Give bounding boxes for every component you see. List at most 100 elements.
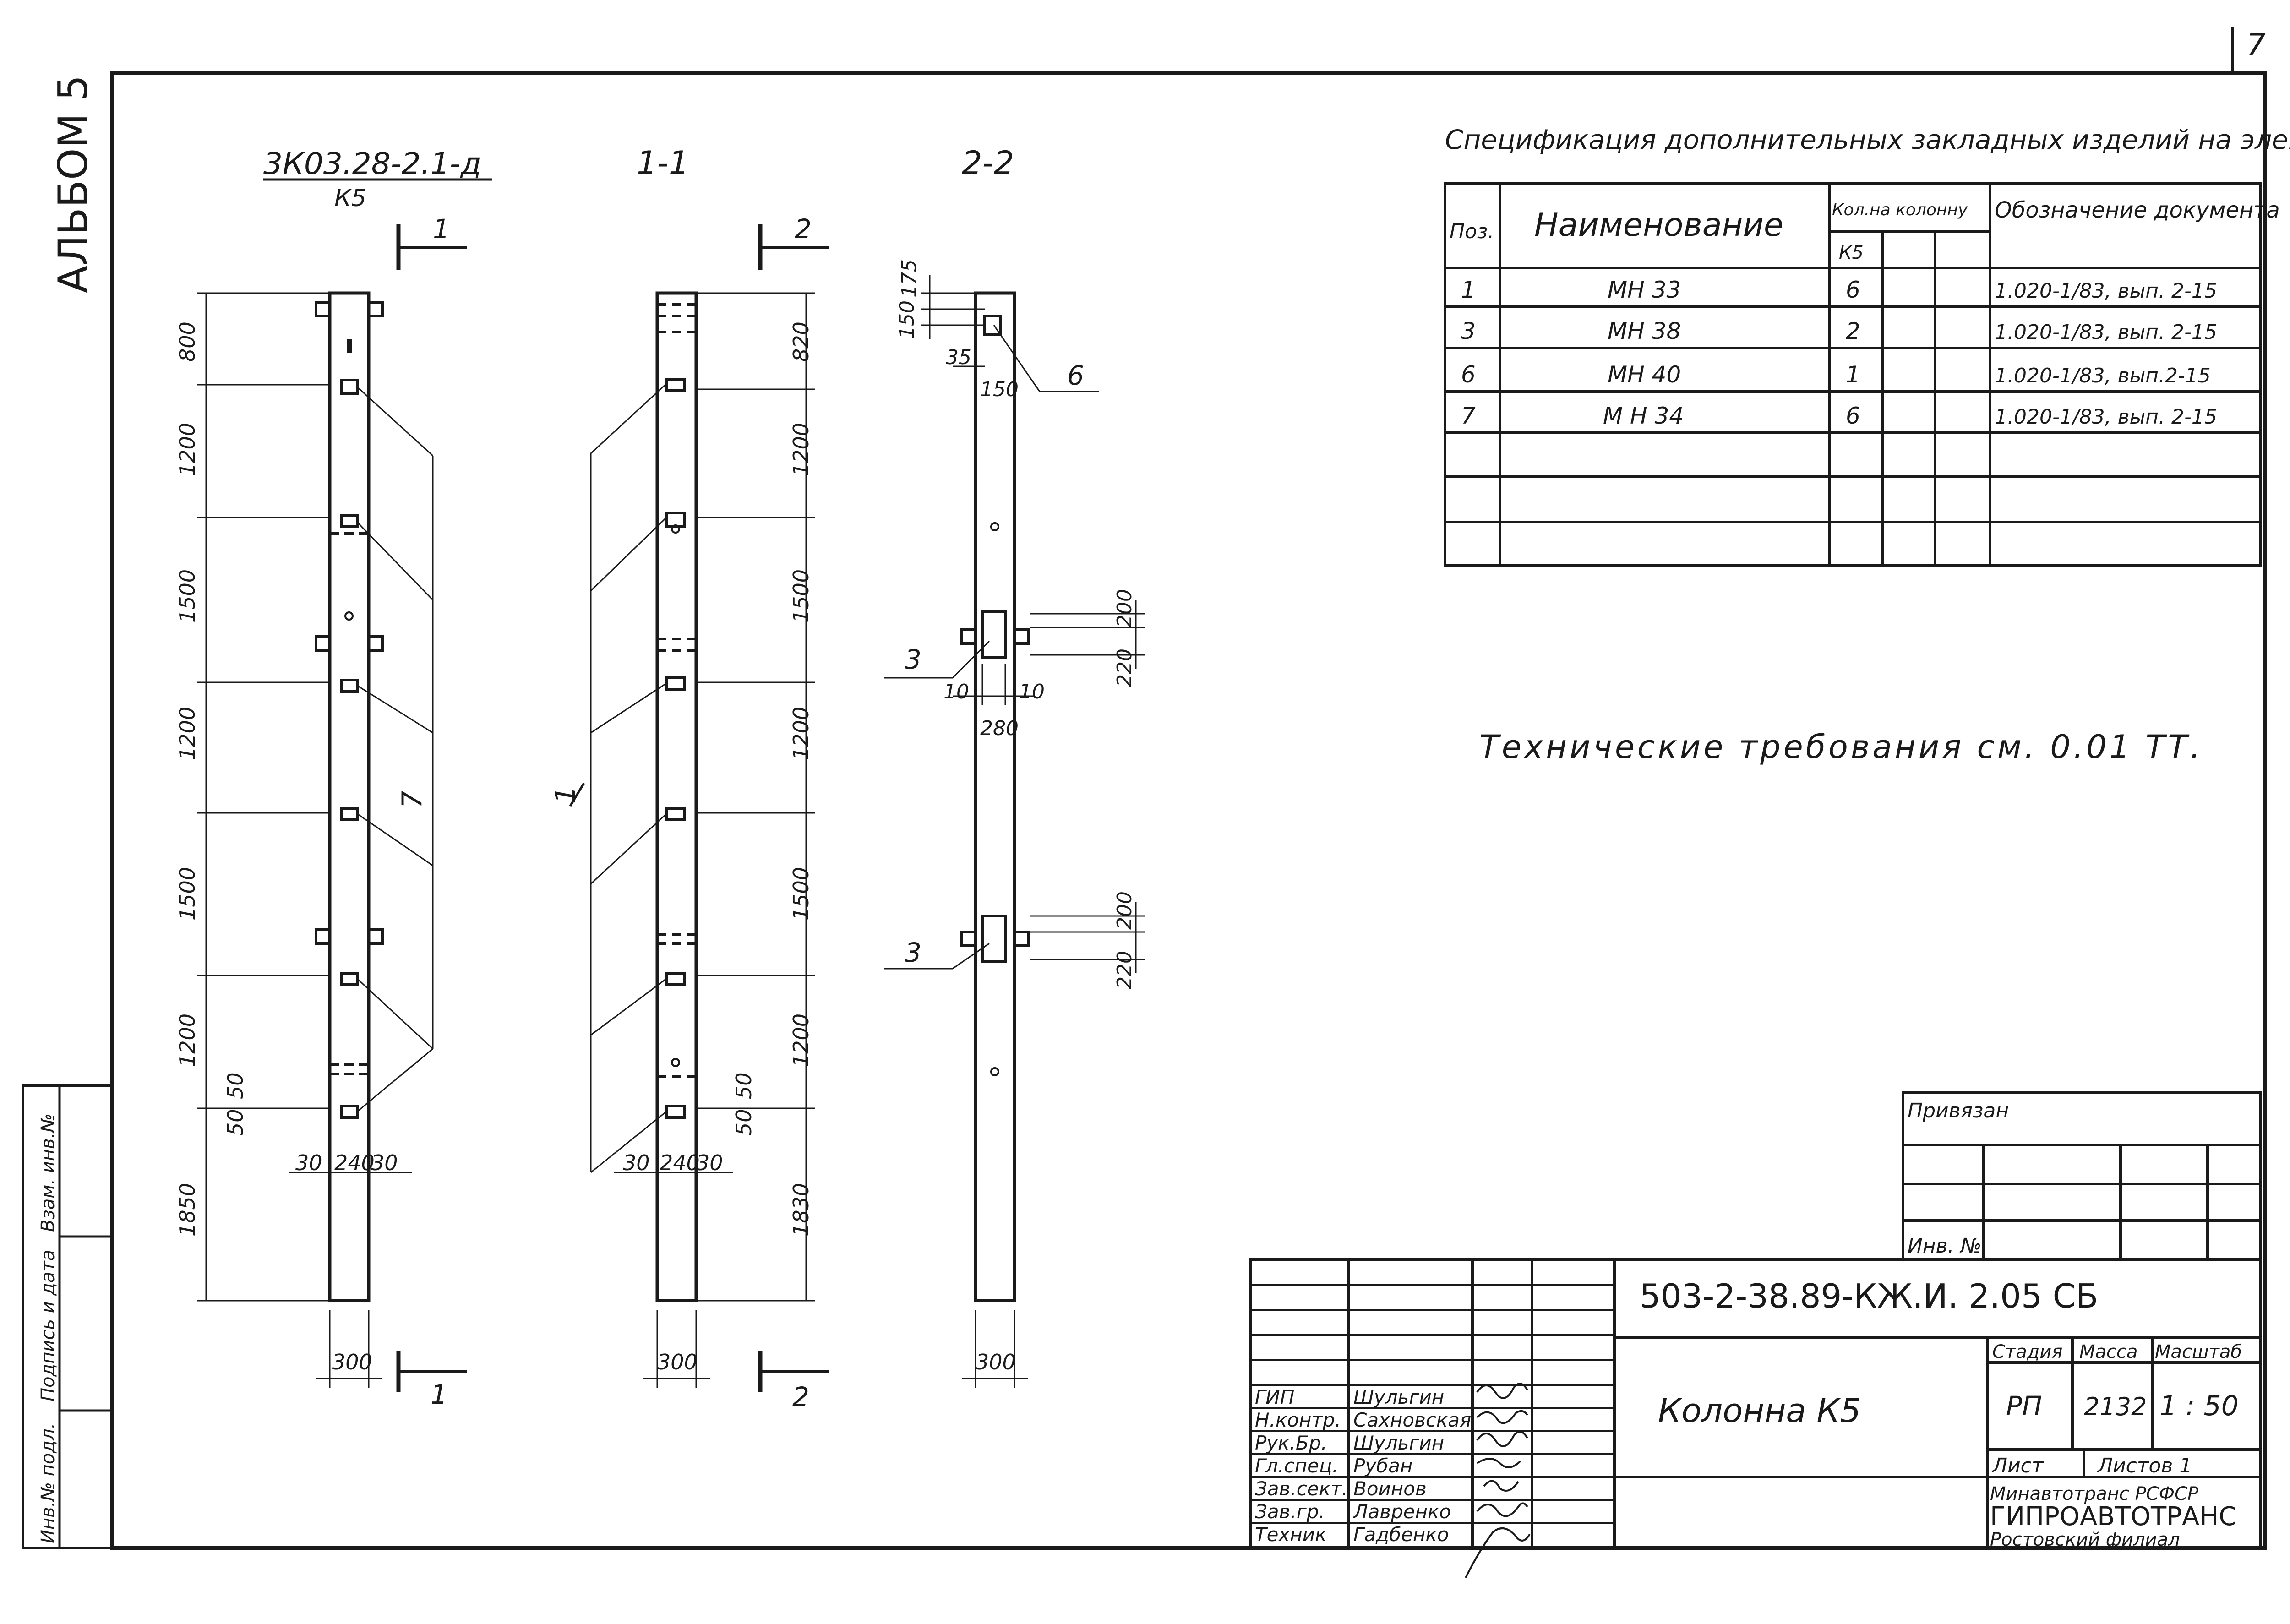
spec-row-2-pos: 3 — [1461, 318, 1476, 344]
spec-title: Спецификация дополнительных закладных из… — [1445, 124, 2290, 155]
dim-30b: 30 — [371, 1150, 398, 1175]
technical-requirements: Технические требования см. 0.01 ТТ. — [1479, 728, 2203, 766]
binding-inv-label: Инв. № — [1908, 1234, 1981, 1258]
s1-dim-1500a: 1500 — [789, 569, 813, 623]
spec-row: 7 М Н 34 6 1.020-1/83, вып. 2-15 — [1461, 403, 2217, 429]
org-line-2: ГИПРОАВТОТРАНС — [1990, 1502, 2237, 1531]
dim-1200c: 1200 — [175, 1014, 200, 1067]
side-stamp-replace: Взам. инв.№ — [38, 1113, 59, 1232]
callout-7: 7 — [396, 791, 428, 808]
spec-row-2-qty: 2 — [1846, 318, 1860, 344]
spec-row-3-qty: 1 — [1846, 361, 1860, 388]
callout-3-upper: 3 — [905, 644, 921, 675]
spec-row-2-name: МН 38 — [1608, 318, 1681, 344]
cut-mark-bottom-2: 2 — [792, 1381, 809, 1412]
s2-dim-150: 150 — [895, 300, 919, 339]
element-name: Колонна К5 — [1658, 1391, 1861, 1430]
side-stamp: Инв.№ подл. Подпись и дата Взам. инв.№ — [22, 1084, 114, 1549]
s2-dim-200b: 200 — [1113, 891, 1136, 930]
elevation-dims: 800 1200 1500 1200 1500 1200 1850 50 50 … — [175, 322, 398, 1237]
s2-dim-175: 175 — [898, 259, 921, 298]
callout-6: 6 — [1067, 360, 1084, 391]
role-nkontr: Н.контр. — [1255, 1409, 1341, 1431]
column-elevation: 3К03.28-2.1-д К5 1 — [175, 146, 492, 1410]
dim-1500a: 1500 — [175, 569, 200, 623]
s1-dim-50a: 50 — [731, 1072, 756, 1099]
dim-30a: 30 — [295, 1150, 322, 1175]
side-stamp-sign: Подпись и дата — [38, 1250, 59, 1401]
callout-1: 1 — [550, 786, 582, 804]
spec-header-pos: Поз. — [1450, 220, 1494, 243]
dim-240: 240 — [334, 1150, 375, 1175]
s2-dim-220a: 220 — [1113, 649, 1136, 687]
column-mark-title: 3К03.28-2.1-д — [263, 146, 481, 181]
spec-row-4-name: М Н 34 — [1603, 403, 1684, 429]
s2-dim-220b: 220 — [1113, 951, 1136, 989]
s1-dim-820: 820 — [789, 322, 813, 362]
spec-table: Спецификация дополнительных закладных из… — [1444, 124, 2290, 567]
name-zavgr: Лавренко — [1352, 1500, 1451, 1523]
signatures — [1465, 1383, 1531, 1578]
role-zavsekt: Зав.сект. — [1255, 1477, 1348, 1500]
spec-header-k5: К5 — [1839, 242, 1864, 263]
section-2-label: 2-2 — [962, 144, 1014, 182]
elevation-width-dim: 300 — [332, 1350, 372, 1374]
name-glspec: Рубан — [1353, 1455, 1412, 1477]
spec-row-3-doc: 1.020-1/83, вып.2-15 — [1995, 364, 2211, 387]
section-2-dims: 150 175 35 150 10 280 10 200 220 200 220 — [895, 259, 1136, 989]
spec-header-qty: Кол.на колонну — [1832, 201, 1968, 219]
spec-row-3-pos: 6 — [1461, 361, 1476, 388]
dim-1850: 1850 — [175, 1183, 200, 1237]
name-gip: Шульгин — [1353, 1386, 1444, 1408]
sheet-label: Лист — [1991, 1454, 2044, 1477]
callout-3-lower: 3 — [905, 937, 921, 968]
dim-50b: 50 — [223, 1109, 248, 1136]
org-line-3: Ростовский филиал — [1990, 1529, 2180, 1550]
s2-dim-150b: 150 — [980, 378, 1019, 401]
title-block: 503-2-38.89-КЖ.И. 2.05 СБ Колонна К5 Ста… — [1249, 1258, 2262, 1578]
sheets-label: Листов 1 — [2097, 1454, 2192, 1477]
section-2-2: 2-2 — [884, 144, 1145, 1388]
document-code: 503-2-38.89-КЖ.И. 2.05 СБ — [1640, 1277, 2098, 1315]
mass-value: 2132 — [2084, 1392, 2147, 1421]
s2-dim-35: 35 — [946, 346, 971, 369]
s1-dim-1200b: 1200 — [789, 707, 813, 760]
name-zavsekt: Воинов — [1353, 1477, 1427, 1500]
s2-dim-10a: 10 — [943, 680, 969, 703]
spec-header-doc: Обозначение документа — [1995, 197, 2280, 223]
spec-row-4-qty: 6 — [1846, 403, 1860, 429]
s2-dim-10b: 10 — [1019, 680, 1045, 703]
s1-dim-1500b: 1500 — [789, 867, 813, 921]
spec-row-1-doc: 1.020-1/83, вып. 2-15 — [1995, 279, 2217, 303]
role-rukbr: Рук.Бр. — [1255, 1432, 1327, 1454]
s2-dim-200a: 200 — [1113, 589, 1136, 627]
name-tekhnik: Гадбенко — [1353, 1523, 1449, 1546]
s1-dim-50b: 50 — [731, 1109, 756, 1136]
s1-dim-1830: 1830 — [789, 1183, 813, 1237]
s1-dim-1200c: 1200 — [789, 1014, 813, 1067]
role-gip: ГИП — [1255, 1386, 1294, 1408]
column-mark-subtitle: К5 — [334, 185, 366, 212]
spec-row: 3 МН 38 2 1.020-1/83, вып. 2-15 — [1461, 318, 2217, 344]
cut-mark-top-1: 1 — [433, 213, 450, 245]
section-1-label: 1-1 — [637, 144, 689, 182]
spec-row: 1 МН 33 6 1.020-1/83, вып. 2-15 — [1461, 277, 2217, 303]
section-2-width-dim: 300 — [976, 1350, 1016, 1374]
cut-mark-bottom-1: 1 — [431, 1379, 447, 1410]
section-1-1: 1-1 2 — [550, 144, 829, 1412]
spec-row: 6 МН 40 1 1.020-1/83, вып.2-15 — [1461, 361, 2211, 388]
dim-50a: 50 — [223, 1072, 248, 1099]
spec-row-4-doc: 1.020-1/83, вып. 2-15 — [1995, 405, 2217, 429]
spec-row-3-name: МН 40 — [1608, 361, 1681, 388]
s1-dim-30a: 30 — [623, 1150, 650, 1175]
dim-1500b: 1500 — [175, 867, 200, 921]
section-1-dims: 820 1200 1500 1200 1500 1200 1830 50 50 … — [623, 322, 813, 1237]
spec-row-1-qty: 6 — [1846, 277, 1860, 303]
org-line-1: Минавтотранс РСФСР — [1990, 1483, 2199, 1504]
section-1-width-dim: 300 — [657, 1350, 698, 1374]
name-rukbr: Шульгин — [1353, 1432, 1444, 1454]
name-nkontr: Сахновская — [1353, 1409, 1471, 1431]
role-tekhnik: Техник — [1255, 1523, 1327, 1546]
stage-value: РП — [2006, 1390, 2042, 1422]
